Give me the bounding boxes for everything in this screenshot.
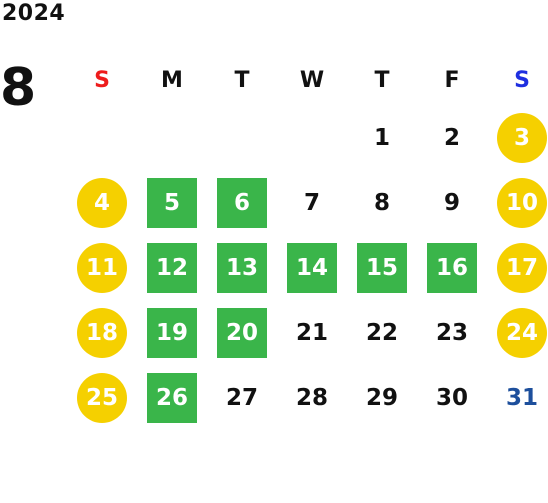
calendar-cell: 4 (67, 170, 137, 235)
weekday-header-tue: T (234, 67, 250, 93)
calendar-cell: 3 (487, 105, 548, 170)
calendar-cell: 10 (487, 170, 548, 235)
calendar-cell: 19 (137, 300, 207, 365)
weekday-header-sat: S (514, 67, 530, 93)
calendar-day[interactable]: 15 (357, 242, 407, 293)
calendar-cell (137, 105, 207, 170)
calendar-cell: 14 (277, 235, 347, 300)
calendar-cell: 15 (347, 235, 417, 300)
calendar-day[interactable]: 7 (303, 189, 320, 216)
calendar-day[interactable]: 20 (217, 307, 267, 358)
calendar-cell: 27 (207, 365, 277, 430)
calendar-day[interactable]: 10 (497, 177, 547, 228)
calendar-day[interactable]: 23 (435, 319, 468, 346)
calendar-day[interactable]: 17 (497, 242, 547, 293)
calendar-cell: 26 (137, 365, 207, 430)
calendar-day[interactable]: 3 (497, 112, 547, 163)
weekday-header-sun: S (94, 67, 110, 93)
calendar-day[interactable]: 18 (77, 307, 127, 358)
calendar-cell: 17 (487, 235, 548, 300)
calendar-year: 2024 (2, 1, 66, 26)
calendar-day[interactable]: 21 (295, 319, 328, 346)
calendar-cell: 1 (347, 105, 417, 170)
calendar-cell: 5 (137, 170, 207, 235)
calendar-cell: 24 (487, 300, 548, 365)
calendar-cell: 6 (207, 170, 277, 235)
calendar-day[interactable]: 26 (147, 372, 197, 423)
calendar-cell: 31 (487, 365, 548, 430)
calendar-cell: 7 (277, 170, 347, 235)
weekday-header-fri: F (444, 67, 460, 93)
calendar-day[interactable]: 14 (287, 242, 337, 293)
calendar-cell: 16 (417, 235, 487, 300)
calendar-day[interactable]: 5 (147, 177, 197, 228)
calendar-day[interactable]: 27 (225, 384, 258, 411)
calendar-day[interactable]: 25 (77, 372, 127, 423)
calendar-cell: 13 (207, 235, 277, 300)
calendar-day[interactable]: 4 (77, 177, 127, 228)
calendar-day[interactable]: 9 (443, 189, 460, 216)
weekday-header-wed: W (299, 67, 325, 93)
calendar-cell: 9 (417, 170, 487, 235)
calendar-cell: 30 (417, 365, 487, 430)
calendar-day[interactable]: 8 (373, 189, 390, 216)
calendar-day[interactable]: 24 (497, 307, 547, 358)
calendar-cell (67, 105, 137, 170)
calendar-day[interactable]: 6 (217, 177, 267, 228)
calendar-day[interactable]: 12 (147, 242, 197, 293)
calendar-cell: 11 (67, 235, 137, 300)
calendar-cell: 28 (277, 365, 347, 430)
calendar-month: 8 (0, 58, 37, 118)
calendar-cell: 8 (347, 170, 417, 235)
calendar-day[interactable]: 13 (217, 242, 267, 293)
weekday-header-mon: M (161, 67, 183, 93)
weekday-header-thu: T (374, 67, 390, 93)
calendar-cell: 21 (277, 300, 347, 365)
calendar-day[interactable]: 28 (295, 384, 328, 411)
calendar-day[interactable]: 19 (147, 307, 197, 358)
calendar-day[interactable]: 30 (435, 384, 468, 411)
calendar-cell: 2 (417, 105, 487, 170)
calendar-day[interactable]: 16 (427, 242, 477, 293)
calendar-day[interactable]: 2 (443, 124, 460, 151)
calendar-cell: 18 (67, 300, 137, 365)
calendar-day[interactable]: 11 (77, 242, 127, 293)
calendar-day[interactable]: 31 (505, 384, 538, 411)
calendar-cell (207, 105, 277, 170)
calendar-cell: 29 (347, 365, 417, 430)
calendar-cell: 20 (207, 300, 277, 365)
calendar-cell: 23 (417, 300, 487, 365)
calendar-cell (277, 105, 347, 170)
calendar-day[interactable]: 29 (365, 384, 398, 411)
calendar-day[interactable]: 22 (365, 319, 398, 346)
calendar-cell: 25 (67, 365, 137, 430)
calendar-cell: 12 (137, 235, 207, 300)
calendar-day[interactable]: 1 (373, 124, 390, 151)
calendar-cell: 22 (347, 300, 417, 365)
